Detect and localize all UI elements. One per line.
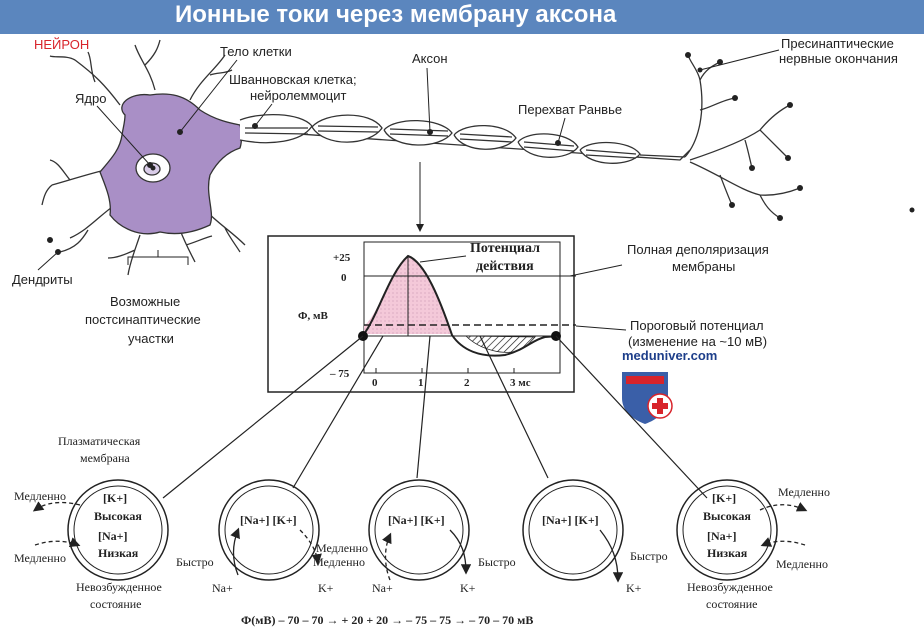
state2-fast: Быстро (176, 555, 214, 569)
dendrites-label: Дендриты (12, 272, 73, 287)
neuron-leader-lines (37, 49, 780, 271)
state-circle-4 (522, 479, 624, 581)
state4-ions: [Na+] [K+] (542, 513, 599, 527)
connector-lines (162, 335, 708, 499)
ap-label-2: действия (476, 259, 534, 274)
cell-body (99, 93, 243, 235)
y-tick-25: +25 (333, 252, 351, 264)
axon-label: Аксон (412, 51, 448, 66)
neuron-label: НЕЙРОН (34, 37, 89, 52)
ap-label: Потенциал (470, 241, 540, 256)
threshold-label-2: (изменение на ~10 мВ) (628, 334, 767, 349)
ion-flow-arrows (32, 501, 808, 583)
state4-fast: Быстро (630, 549, 668, 563)
state5-slow-in: Медленно (776, 557, 828, 571)
state1-na: [Na+] (98, 529, 128, 543)
y-tick-0: 0 (341, 272, 347, 284)
state1-low: Низкая (98, 546, 139, 560)
state3-slow: Медленно (313, 555, 365, 569)
membrane-states (67, 479, 778, 581)
state5-resting: Невозбужденное (687, 580, 773, 594)
site-link[interactable]: meduniver.com (622, 348, 717, 363)
schwann-label-2: нейролеммоцит (250, 88, 346, 103)
page-title: Ионные токи через мембрану аксона (175, 1, 617, 28)
membrane-label-2: мембрана (80, 451, 130, 465)
meduniver-logo: meduniver.com (622, 348, 717, 424)
title-banner: Ионные токи через мембрану аксона (0, 0, 924, 34)
myelin-sheath (239, 113, 686, 164)
neuron-labels: НЕЙРОН Тело клетки Ядро Шванновская клет… (12, 36, 898, 346)
presynaptic-terminals (684, 54, 801, 219)
state5-na: [Na+] (707, 529, 737, 543)
presynaptic-label: Пресинаптические (781, 36, 894, 51)
postsynaptic-label-2: постсинаптические (85, 312, 201, 327)
state3-ions: [Na+] [K+] (388, 513, 445, 527)
membrane-label: Плазматическая (58, 434, 141, 448)
terminal-bulbs (685, 52, 915, 221)
full-depolarization-label-2: мембраны (672, 259, 735, 274)
y-axis-label: Ф, мВ (298, 310, 328, 322)
state4-k-ion: K+ (626, 581, 642, 595)
schwann-label: Шванновская клетка; (229, 72, 357, 87)
state5-high: Высокая (703, 509, 751, 523)
potential-sequence: Ф(мВ) – 70 – 70 → + 20 + 20 → – 75 – 75 … (241, 613, 533, 627)
cell-body-label: Тело клетки (220, 44, 292, 59)
state3-na-ion: Na+ (372, 581, 393, 595)
y-tick-75: – 75 (329, 368, 350, 380)
state-circle-1 (67, 479, 169, 581)
state-circle-2 (218, 479, 320, 581)
x-tick-1: 1 (418, 377, 424, 389)
state5-slow-out: Медленно (778, 485, 830, 499)
postsynaptic-label-3: участки (128, 331, 174, 346)
state5-k: [K+] (712, 491, 736, 505)
state2-k-ion: K+ (318, 581, 334, 595)
action-potential-curve (363, 254, 561, 357)
full-depolarization-label: Полная деполяризация (627, 242, 769, 257)
state5-low: Низкая (707, 546, 748, 560)
x-tick-2: 2 (464, 377, 470, 389)
action-potential-graph: +25 0 – 75 Ф, мВ 0 1 2 3 мс Потенциал де… (267, 235, 769, 393)
presynaptic-label-2: нервные окончания (779, 51, 898, 66)
threshold-label: Пороговый потенциал (630, 318, 764, 333)
state1-k: [K+] (103, 491, 127, 505)
ranvier-label: Перехват Ранвье (518, 102, 622, 117)
x-ticks (375, 368, 515, 373)
x-tick-0: 0 (372, 377, 378, 389)
state1-slow-in: Медленно (14, 551, 66, 565)
state-circle-5 (676, 479, 778, 581)
neuron-illustration (41, 39, 801, 276)
dendrites-branches (41, 39, 246, 276)
state1-resting: Невозбужденное (76, 580, 162, 594)
nucleus-label: Ядро (75, 91, 106, 106)
plot-area (363, 241, 561, 374)
state2-ions: [Na+] [K+] (240, 513, 297, 527)
state1-slow-out: Медленно (14, 489, 66, 503)
state2-na-ion: Na+ (212, 581, 233, 595)
state3-fast: Быстро (478, 555, 516, 569)
state3-k-ion: K+ (460, 581, 476, 595)
state1-resting-2: состояние (90, 597, 142, 611)
state2-slow: Медленно (316, 541, 368, 555)
state5-resting-2: состояние (706, 597, 758, 611)
state-circle-3 (368, 479, 470, 581)
x-tick-3: 3 мс (510, 377, 531, 389)
axon (239, 113, 691, 164)
state1-high: Высокая (94, 509, 142, 523)
postsynaptic-label-1: Возможные (110, 294, 180, 309)
